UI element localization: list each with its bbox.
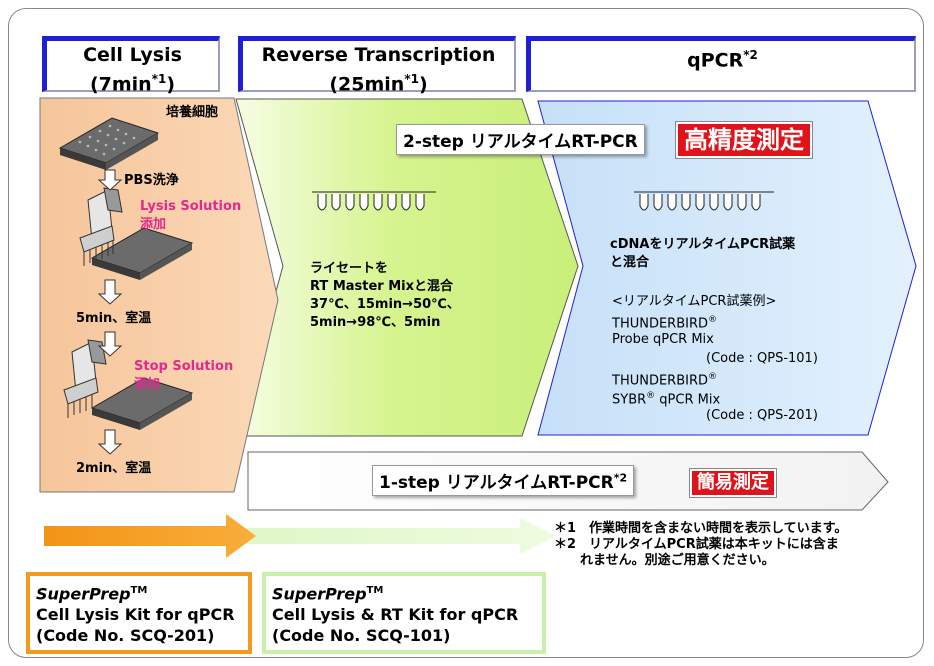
rt-line4: 5min→98℃、5min xyxy=(310,315,441,330)
pbs-wash-label: PBS洗浄 xyxy=(124,173,179,188)
rt-line1: ライセートを xyxy=(310,261,389,276)
well-plate-icon xyxy=(58,117,160,170)
lysis-solution-label: Lysis Solution xyxy=(140,199,242,214)
orange-kit-arrow xyxy=(44,514,256,558)
down-arrow-icon xyxy=(97,429,123,455)
registered-mark: ® xyxy=(708,315,718,325)
qpcr-stage-shape xyxy=(537,100,917,436)
reagent-1-code: (Code : QPS-101) xyxy=(706,351,818,366)
pipette-icon xyxy=(63,339,107,418)
culture-cells-label: 培養細胞 xyxy=(166,105,219,120)
down-arrow-icon xyxy=(97,331,123,357)
reagent-2-name: THUNDERBIRD xyxy=(612,373,709,389)
down-arrow-icon xyxy=(97,279,123,305)
lysis-add-label: 添加 xyxy=(140,217,167,232)
stop-add-label: 添加 xyxy=(134,377,161,392)
well-plate-icon xyxy=(90,377,194,430)
green-kit-arrow xyxy=(44,518,556,554)
pipette-icon xyxy=(79,187,123,266)
footnote-1: ＊1 作業時間を含まない時間を表示しています。 xyxy=(554,521,848,536)
kit-code: (Code No. SCQ-101) xyxy=(272,626,451,646)
stop-solution-label: Stop Solution xyxy=(134,359,234,374)
one-step-label: 1-step リアルタイムRT-PCR*2 xyxy=(372,465,635,496)
pcr-tube-strip-icon xyxy=(634,191,774,211)
reagent-2-product-a: SYBR xyxy=(612,392,647,408)
reagent-1-name: THUNDERBIRD xyxy=(612,316,709,332)
two-step-label: 2-step リアルタイムRT-PCR xyxy=(396,124,645,155)
kit-brand: SuperPrep xyxy=(36,584,131,604)
well-plate-icon xyxy=(90,227,194,280)
pcr-tube-strip-icon xyxy=(312,191,436,211)
diagram-frame xyxy=(8,8,924,658)
down-arrow-icon xyxy=(97,169,123,191)
qpcr-line2: と混合 xyxy=(610,255,650,270)
header-qpcr-title: qPCR xyxy=(687,49,744,72)
registered-mark: ® xyxy=(646,391,656,401)
reagent-2-code: (Code : QPS-201) xyxy=(706,408,818,423)
footnote-mark: *2 xyxy=(743,48,758,62)
kit-cell-lysis-rt: SuperPrepTM Cell Lysis & RT Kit for qPCR… xyxy=(262,572,546,654)
kit-name: Cell Lysis Kit for qPCR xyxy=(36,605,235,625)
trademark: TM xyxy=(366,585,384,596)
reagent-2-product-b: qPCR Mix xyxy=(655,392,721,408)
footnote-2-cont: れません。別途ご用意ください。 xyxy=(580,553,775,568)
reagent-1-product: Probe qPCR Mix xyxy=(612,332,714,347)
header-cell-lysis-time: (7min xyxy=(89,73,152,96)
incubate-2min-label: 2min、室温 xyxy=(76,461,152,476)
high-precision-badge: 高精度測定 xyxy=(675,121,813,159)
simple-measurement-badge: 簡易測定 xyxy=(689,468,777,498)
header-cell-lysis: Cell Lysis (7min*1) xyxy=(42,36,220,96)
trademark: TM xyxy=(130,585,148,596)
header-qpcr: qPCR*2 xyxy=(526,36,916,92)
reagent-examples-title: <リアルタイムPCR試薬例> xyxy=(612,294,777,309)
rt-line2: RT Master Mixと混合 xyxy=(310,279,454,294)
header-rt-time: (25min xyxy=(329,73,405,96)
registered-mark: ® xyxy=(708,372,718,382)
footnote-mark: *2 xyxy=(613,471,628,485)
header-rt-title: Reverse Transcription xyxy=(261,44,496,66)
kit-cell-lysis: SuperPrepTM Cell Lysis Kit for qPCR (Cod… xyxy=(26,572,252,654)
footnote-mark: *1 xyxy=(151,72,167,86)
kit-code: (Code No. SCQ-201) xyxy=(36,626,215,646)
kit-brand: SuperPrep xyxy=(272,584,367,604)
footnote-mark: *1 xyxy=(404,72,419,86)
rt-line3: 37℃、15min→50℃、 xyxy=(310,297,460,312)
rt-stage-shape xyxy=(235,98,579,437)
kit-name: Cell Lysis & RT Kit for qPCR xyxy=(272,605,519,625)
qpcr-line1: cDNAをリアルタイムPCR試薬 xyxy=(610,237,796,252)
header-reverse-transcription: Reverse Transcription (25min*1) xyxy=(238,36,516,96)
footnote-2: ＊2 リアルタイムPCR試薬は本キットには含ま xyxy=(554,537,839,552)
incubate-5min-label: 5min、室温 xyxy=(76,311,152,326)
header-cell-lysis-title: Cell Lysis xyxy=(83,44,182,66)
